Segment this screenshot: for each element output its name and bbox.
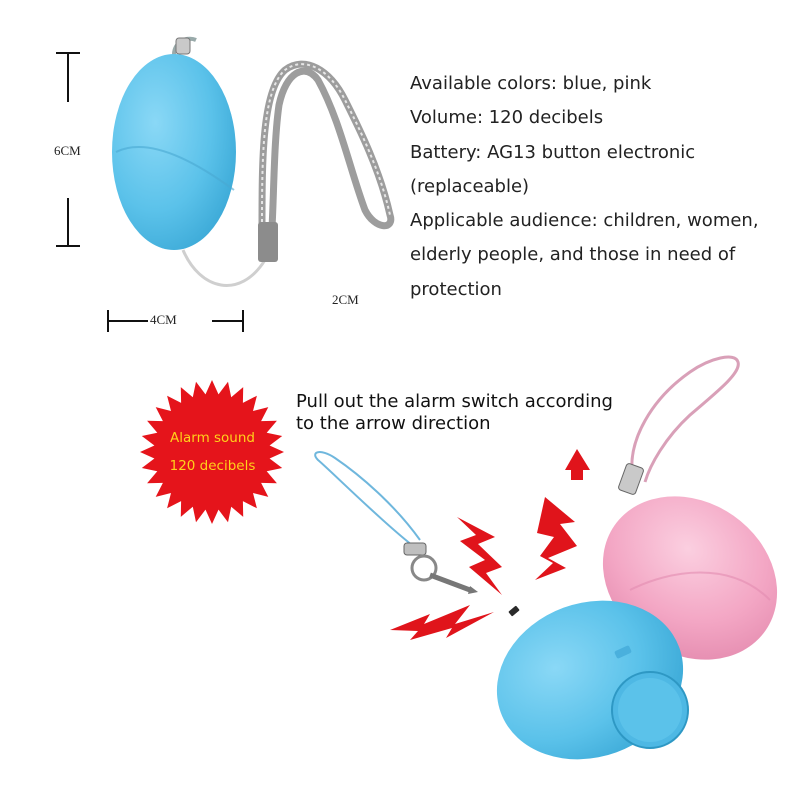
width-label: 4CM <box>150 312 177 327</box>
spec-line: Applicable audience: children, women, <box>410 210 759 231</box>
sound-lightning-bolts <box>390 497 577 640</box>
spec-line: (replaceable) <box>410 176 530 197</box>
depth-label: 2CM <box>332 292 359 307</box>
height-label: 6CM <box>54 143 81 158</box>
width-dimension-marker <box>107 310 244 332</box>
pull-direction-arrow <box>565 449 590 480</box>
blue-alarm-device-top <box>112 36 267 287</box>
alarm-burst-badge <box>140 380 284 524</box>
spec-line: Volume: 120 decibels <box>410 107 604 128</box>
spec-line: elderly people, and those in need of <box>410 244 736 265</box>
height-dimension-marker <box>56 52 80 247</box>
lanyard-strap <box>258 60 395 262</box>
pin-keyring <box>314 451 478 594</box>
instruction-line-2: to the arrow direction <box>296 413 491 434</box>
spec-line: Available colors: blue, pink <box>410 73 652 94</box>
burst-line-1: Alarm sound <box>170 430 255 446</box>
spec-line: protection <box>410 279 502 300</box>
spec-line: Battery: AG13 button electronic <box>410 142 696 163</box>
blue-alarm-device-bottom <box>496 600 689 760</box>
instruction-line-1: Pull out the alarm switch according <box>296 391 613 412</box>
burst-line-2: 120 decibels <box>169 458 256 474</box>
